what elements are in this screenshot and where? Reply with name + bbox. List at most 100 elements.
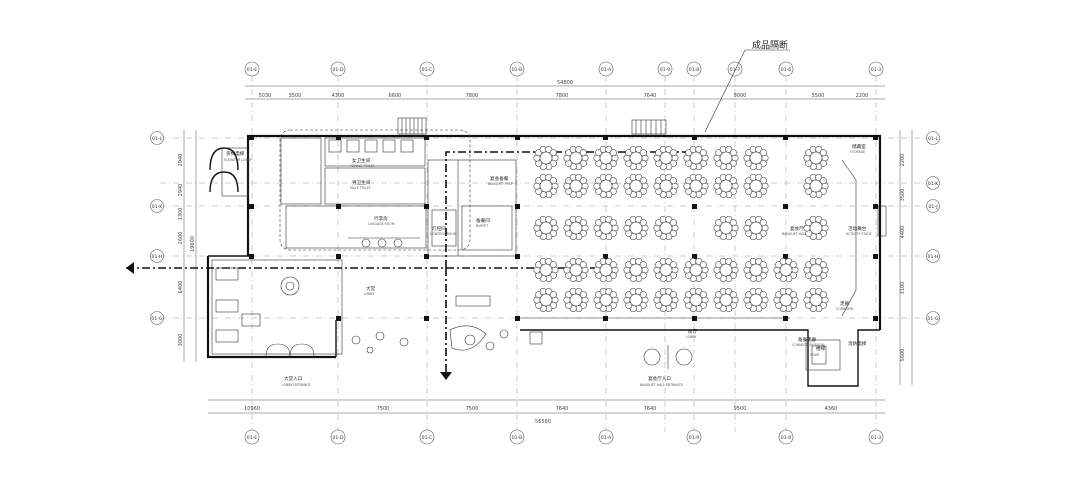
- left-axis-label: 01-H: [152, 254, 163, 260]
- bottom-dim: 7500: [377, 406, 390, 412]
- luggage-label: 行李房: [374, 215, 388, 222]
- bottom-axis-label: 01-9: [689, 435, 700, 441]
- top-axis-label: 01-E: [247, 67, 258, 73]
- round-table: [743, 215, 769, 241]
- round-table: [563, 173, 589, 199]
- round-table: [533, 287, 559, 313]
- round-table: [743, 287, 769, 313]
- lobby-label: 大堂: [366, 285, 376, 292]
- banquet-round-tables: [533, 145, 829, 313]
- round-table: [593, 145, 619, 171]
- building-walls: [206, 117, 887, 387]
- top-axis-label: 01-9: [660, 67, 671, 73]
- round-table: [743, 145, 769, 171]
- bottom-dim: 7640: [556, 406, 569, 412]
- left-dim: 1300: [178, 208, 184, 221]
- round-table: [593, 287, 619, 313]
- banquet-entrance-label: 宴会厅入口: [648, 375, 671, 382]
- vertical-grid-lines: [251, 76, 877, 432]
- round-table: [653, 257, 679, 283]
- top-dim: 7640: [644, 93, 657, 99]
- round-table: [713, 173, 739, 199]
- left-axis-label: 01-G: [151, 316, 163, 322]
- round-table: [683, 145, 709, 171]
- top-dim: 3500: [289, 93, 302, 99]
- bottom-axis-label: 01-D: [332, 435, 344, 441]
- left-axis-label: 01-L: [152, 136, 163, 142]
- bottom-axis-label: 01-B: [512, 435, 523, 441]
- stage-label: 活动舞台: [848, 225, 867, 232]
- left-dim: 2940: [178, 154, 184, 167]
- left-axis-label: 01-K: [152, 204, 164, 210]
- right-axis-bubbles: 01-L 01-K 01-J 01-H 01-G: [926, 131, 940, 325]
- right-axis-label: 01-J: [928, 204, 937, 210]
- round-table: [623, 145, 649, 171]
- east-stair-label: 楼梯: [816, 345, 826, 352]
- round-table: [623, 287, 649, 313]
- lobby-furniture: [215, 267, 693, 369]
- round-table: [653, 173, 679, 199]
- luggage-en: LUGGAGE ROOM: [368, 222, 395, 226]
- banquet-prep-label: 宴会备餐: [490, 175, 509, 182]
- kitchen-corridor-label: 备餐走廊: [798, 336, 817, 343]
- round-table: [713, 215, 739, 241]
- buffet-label: 备餐间: [476, 217, 490, 224]
- right-axis-label: 01-G: [927, 316, 939, 322]
- bottom-dim: 7500: [466, 406, 479, 412]
- banquet-entrance-en: BANQUET HALL ENTRANCE: [640, 383, 683, 387]
- partition-callout: 成品隔断: [704, 39, 790, 133]
- top-dimensions: 54800 5030 3500 4300 6600 7800 7800 7640…: [245, 80, 885, 100]
- room-labels: 货梯电梯 ELEVATOR LOBBY 女卫生间 FEMALE TOILET 男…: [224, 143, 872, 387]
- bottom-axis-label: 01-C: [422, 435, 433, 441]
- store-en: STORAGE: [850, 150, 865, 154]
- male-toilet-label: 男卫生间: [352, 179, 371, 186]
- top-axis-label: 01-B: [512, 67, 523, 73]
- round-table: [803, 257, 829, 283]
- top-axis-label: 01-3: [871, 67, 882, 73]
- female-toilet-label: 女卫生间: [352, 157, 371, 164]
- right-dim: 4400: [900, 226, 906, 239]
- round-table: [593, 257, 619, 283]
- male-toilet-en: MALE TOILET: [350, 186, 371, 190]
- callout-label: 成品隔断: [752, 39, 788, 51]
- top-axis-bubbles: 01-E 01-D 01-C 01-B 01-A 01-9 01-8 01-7 …: [244, 61, 884, 77]
- lobby-entrance-en: LOBBY ENTRANCE: [282, 383, 311, 387]
- round-table: [563, 145, 589, 171]
- store-label: 储藏室: [852, 143, 866, 150]
- round-table: [743, 257, 769, 283]
- bottom-axis-label: 01-8: [781, 435, 792, 441]
- bottom-total-dim: 56560: [535, 419, 551, 425]
- right-dim: 2200: [900, 154, 906, 167]
- bottom-dimensions: 10960 7500 7500 7640 7640 9500 4360 5656…: [208, 399, 885, 425]
- right-axis-label: 01-L: [928, 136, 939, 142]
- elevator-label: 货梯电梯: [226, 150, 245, 157]
- top-dim: 4300: [332, 93, 345, 99]
- left-axis-bubbles: 01-L 01-K 01-H 01-G: [150, 131, 164, 325]
- round-table: [803, 173, 829, 199]
- kitchen-corridor-en: CONNECTION ROOM: [792, 343, 825, 347]
- top-total-dim: 54800: [557, 80, 573, 86]
- bottom-axis-label: 01-A: [601, 435, 612, 441]
- left-dim: 3000: [178, 334, 184, 347]
- top-dim: 6600: [389, 93, 402, 99]
- round-table: [683, 257, 709, 283]
- right-dimensions: 2200 3500 4400 3100 5600: [899, 130, 913, 385]
- round-table: [533, 257, 559, 283]
- right-dim: 3500: [900, 189, 906, 202]
- top-dim: 7800: [466, 93, 479, 99]
- round-table: [533, 173, 559, 199]
- top-dim: 7800: [556, 93, 569, 99]
- top-axis-label: 01-6: [781, 67, 792, 73]
- round-table: [773, 257, 799, 283]
- round-table: [533, 145, 559, 171]
- round-table: [593, 173, 619, 199]
- left-dim: 2940: [178, 184, 184, 197]
- east-stair-en: STAIR: [810, 353, 820, 357]
- top-dim: 5500: [812, 93, 825, 99]
- round-table: [713, 287, 739, 313]
- round-table: [533, 215, 559, 241]
- round-table: [803, 287, 829, 313]
- round-table: [683, 287, 709, 313]
- round-table: [653, 287, 679, 313]
